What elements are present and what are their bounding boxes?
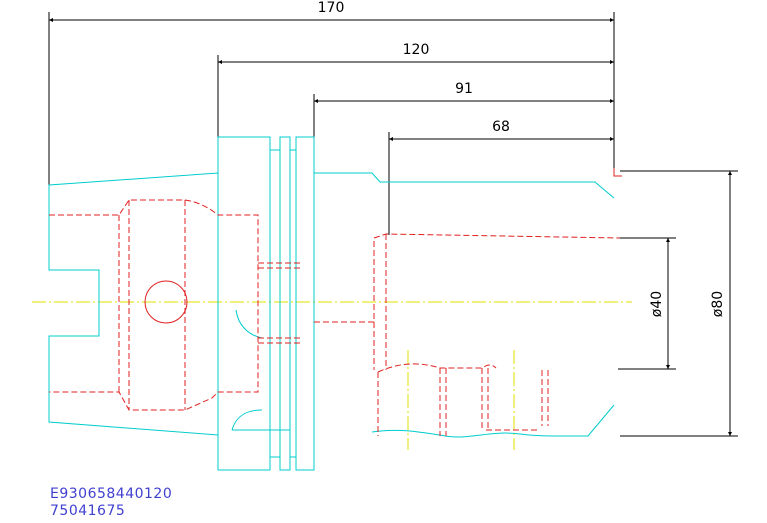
dim-label-68: 68 — [492, 119, 510, 135]
cross-hole-circle — [144, 280, 188, 324]
dim-label-170: 170 — [318, 0, 345, 16]
hidden-lines — [49, 199, 621, 436]
dim-label-120: 120 — [403, 42, 430, 58]
order-code: E930658440120 — [50, 486, 173, 502]
dim-label-d40: ø40 — [649, 291, 665, 317]
dimension-lines — [48, 12, 738, 437]
article-number: 75041675 — [50, 503, 126, 519]
dim-label-91: 91 — [455, 81, 473, 97]
tool-holder-outline — [48, 136, 615, 471]
dim-label-d80: ø80 — [710, 291, 726, 317]
corner-mark — [613, 168, 622, 177]
